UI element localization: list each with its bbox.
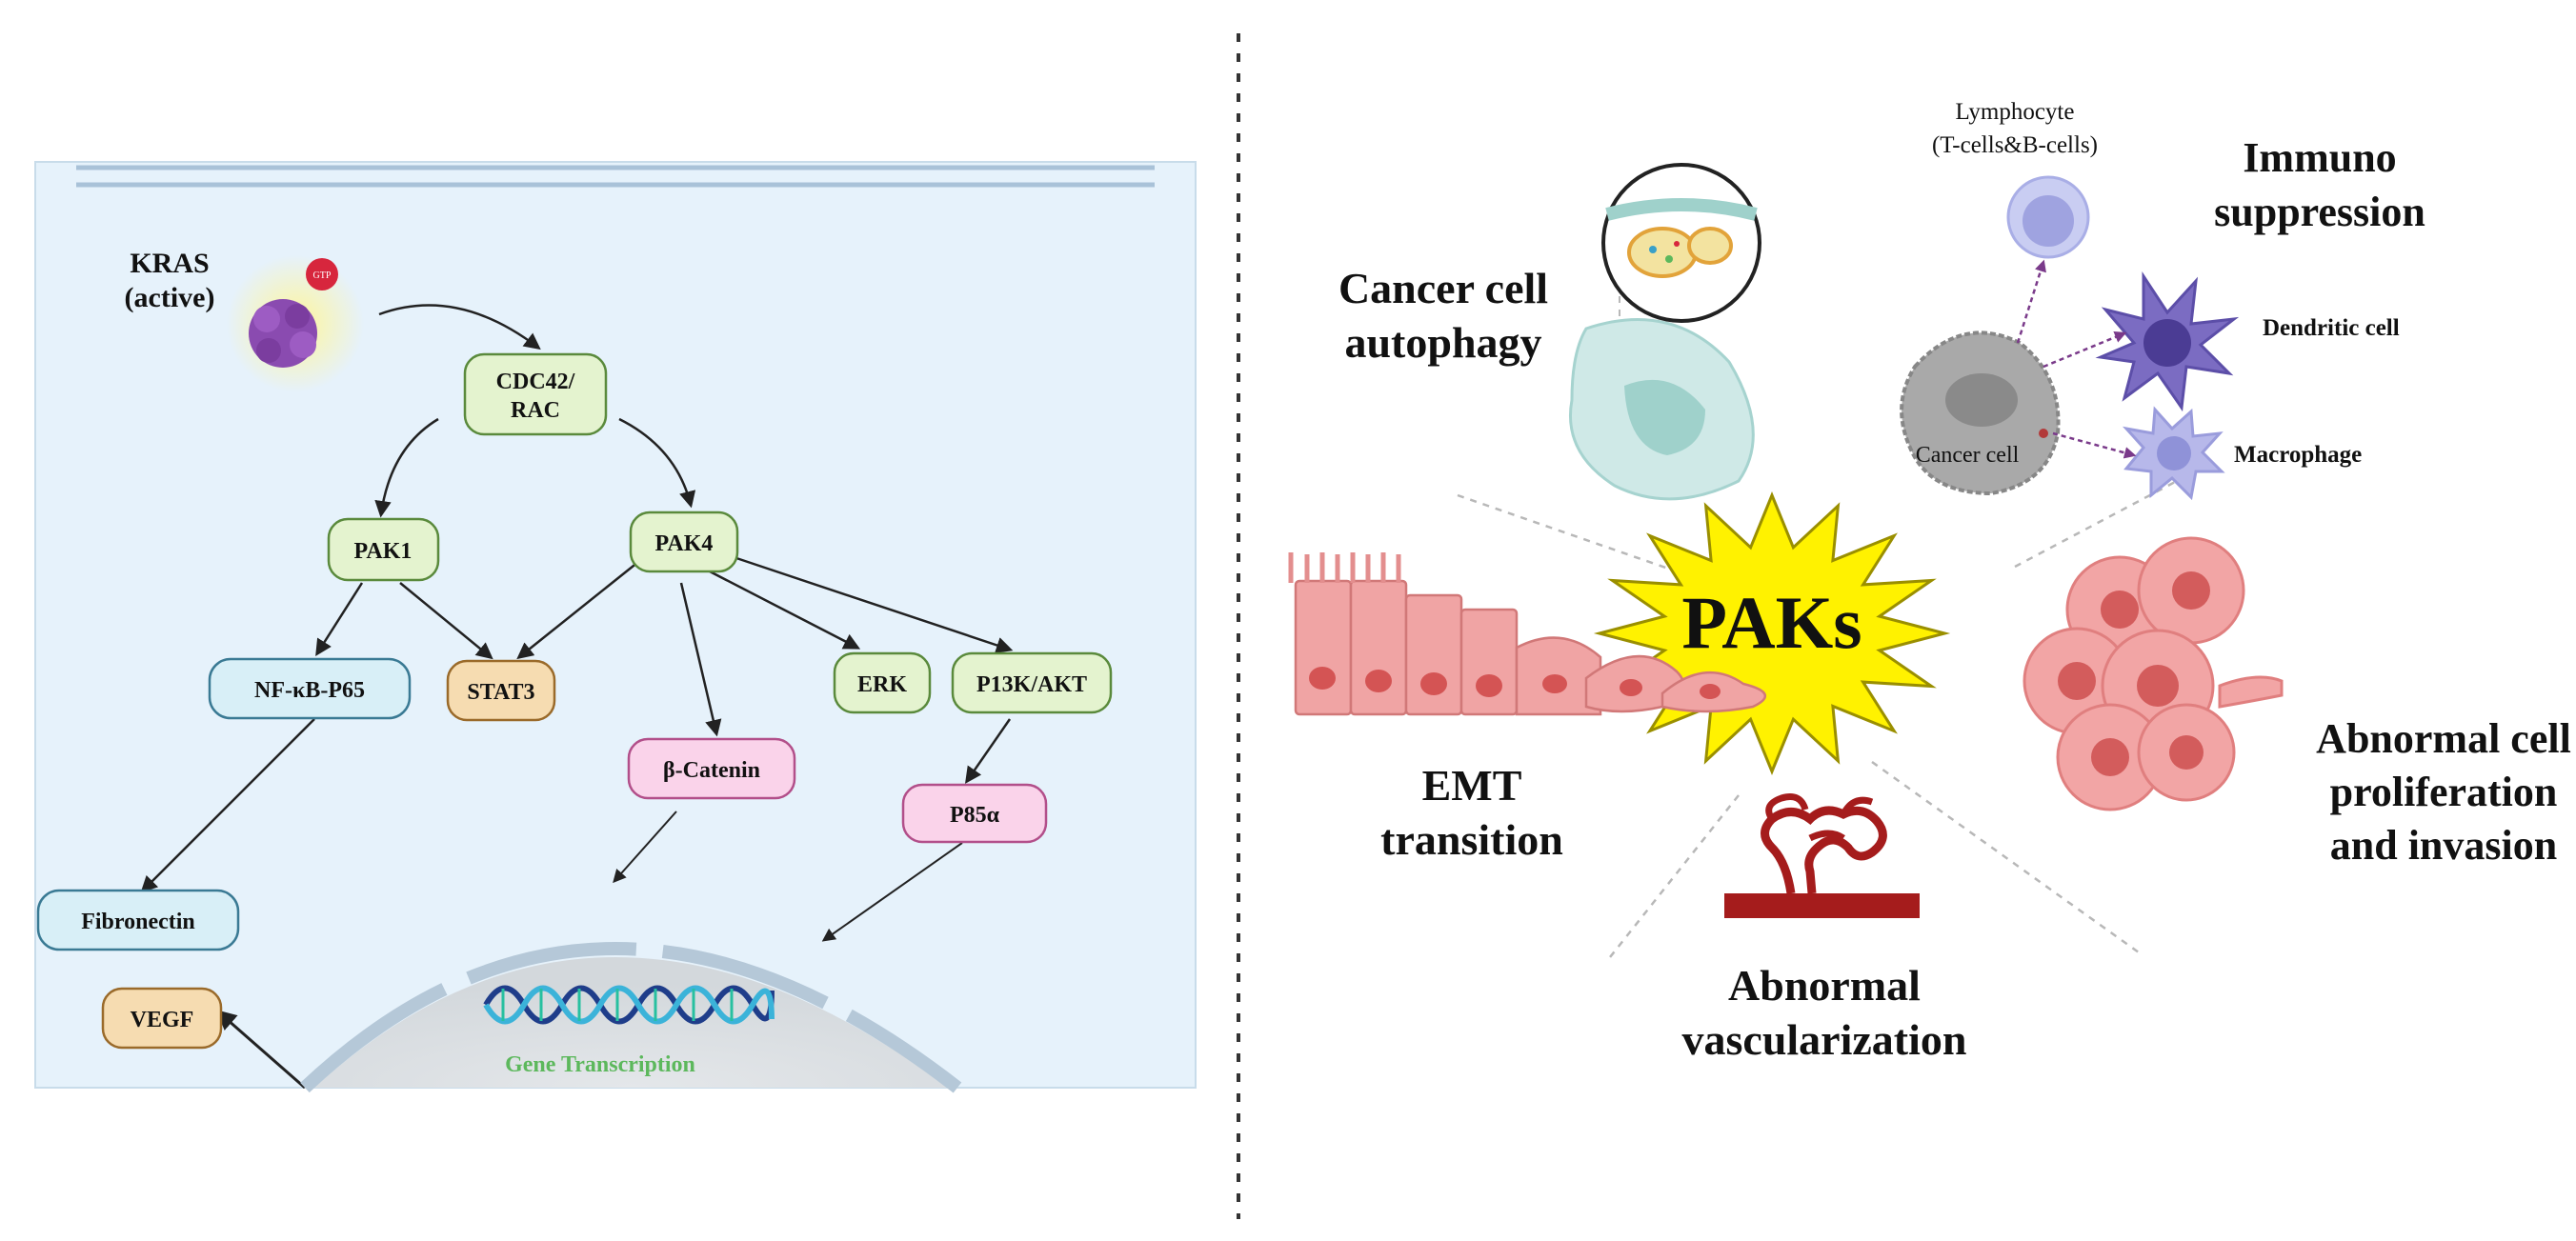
- right-panel: Cancer cell autophagy Immuno suppression…: [1288, 99, 2571, 1064]
- autophagy-label-2: autophagy: [1344, 318, 1541, 367]
- arrow-pak4-bcatenin: [679, 582, 722, 737]
- node-cdc42-label-2: RAC: [511, 398, 560, 423]
- arrow-pak1-stat3: [399, 582, 493, 660]
- lymphocyte-label-2: (T-cells&B-cells): [1932, 132, 2098, 158]
- vascular-label-1: Abnormal: [1728, 961, 1921, 1010]
- arrow-pak1-nfkb: [315, 582, 364, 656]
- paks-star: PAKs: [1593, 491, 1951, 775]
- nucleus-body: [314, 957, 948, 1088]
- arrow-gene-vegf: [215, 1010, 306, 1090]
- gene-transcription-label: Gene Transcription: [505, 1052, 695, 1077]
- kras-label: KRAS: [130, 248, 209, 279]
- proliferation-label-1: Abnormal cell: [2316, 715, 2571, 762]
- node-erk-label: ERK: [857, 672, 907, 697]
- macrophage-label: Macrophage: [2234, 442, 2362, 468]
- emt-cells-illustration: [1288, 552, 1766, 716]
- macrophage-icon: [2122, 406, 2225, 501]
- proliferation-label-2: proliferation: [2330, 769, 2558, 815]
- node-bcatenin: β-Catenin: [627, 737, 796, 800]
- kras-protein: GTP: [227, 255, 364, 392]
- node-fibronectin-label: Fibronectin: [81, 910, 195, 934]
- cancer-cell-label: Cancer cell: [1916, 443, 2020, 468]
- dendritic-cell-icon: [2095, 270, 2240, 412]
- kras-state-label: (active): [125, 282, 215, 313]
- paks-label: PAKs: [1681, 581, 1862, 664]
- arrow-cdc42-pak1: [374, 417, 439, 518]
- vascular-label-2: vascularization: [1682, 1015, 1967, 1064]
- gtp-label: GTP: [313, 270, 332, 281]
- emt-label-2: transition: [1380, 815, 1563, 864]
- node-pak4: PAK4: [629, 510, 739, 573]
- arrow-nfkb-fibronectin: [140, 718, 315, 893]
- pathway-arrows: [140, 304, 1014, 1090]
- node-erk: ERK: [833, 651, 932, 714]
- node-bcatenin-label: β-Catenin: [663, 758, 760, 783]
- cancer-cell-icon: [1900, 330, 2061, 496]
- dendritic-cell-label: Dendritic cell: [2263, 315, 2400, 341]
- lymphocyte-label-1: Lymphocyte: [1956, 99, 2075, 125]
- arrow-bcatenin-gene: [613, 811, 677, 884]
- proliferation-label-3: and invasion: [2330, 822, 2557, 869]
- emt-nuclei: [1309, 667, 1721, 699]
- node-cdc42-label-1: CDC42/: [496, 370, 575, 394]
- arrow-pak4-stat3: [516, 561, 639, 660]
- node-pak4-label: PAK4: [655, 531, 714, 556]
- blood-vessel-icon: [1724, 793, 1920, 918]
- arrow-kras-cdc42: [378, 304, 541, 350]
- autophagy-cell-illustration: [1569, 163, 1761, 501]
- node-pi3k: P13K/AKT: [951, 651, 1113, 714]
- gtp-icon: [306, 258, 338, 290]
- emt-label-1: EMT: [1422, 761, 1522, 810]
- left-panel: GTP KRAS (active): [34, 161, 1197, 1093]
- dna-helix-icon: [483, 985, 775, 1025]
- immuno-label-1: Immuno: [2243, 134, 2396, 181]
- node-vegf-label: VEGF: [131, 1008, 194, 1032]
- node-nfkb-label: NF-κB-P65: [254, 678, 365, 703]
- node-pak1-label: PAK1: [354, 539, 413, 564]
- arrow-p85-gene: [821, 842, 963, 942]
- arrow-pak4-erk: [709, 570, 861, 650]
- node-pi3k-label: P13K/AKT: [976, 672, 1087, 697]
- node-cdc42: CDC42/ RAC: [463, 352, 608, 436]
- node-nfkb: NF-κB-P65: [208, 657, 412, 720]
- arrow-cdc42-pak4: [618, 417, 696, 509]
- tumor-nuclei: [2058, 571, 2210, 776]
- arrow-pi3k-p85: [965, 718, 1012, 784]
- node-stat3: STAT3: [446, 659, 556, 722]
- immuno-label-2: suppression: [2214, 189, 2425, 235]
- node-pak1: PAK1: [327, 517, 440, 582]
- node-p85-label: P85α: [950, 803, 1000, 828]
- node-p85: P85α: [901, 783, 1048, 844]
- arrow-pak4-pi3k: [733, 555, 1014, 653]
- autophagy-label-1: Cancer cell: [1338, 264, 1548, 312]
- node-fibronectin: Fibronectin: [36, 889, 240, 951]
- immune-inhibition-arrows: [2016, 259, 2137, 459]
- lymphocyte-icon: [2006, 175, 2090, 259]
- inhibition-dot: [2039, 429, 2048, 438]
- nucleus: Gene Transcription: [300, 942, 962, 1093]
- nuclear-envelope: [300, 942, 962, 1093]
- node-stat3-label: STAT3: [467, 680, 534, 705]
- node-vegf: VEGF: [101, 987, 223, 1050]
